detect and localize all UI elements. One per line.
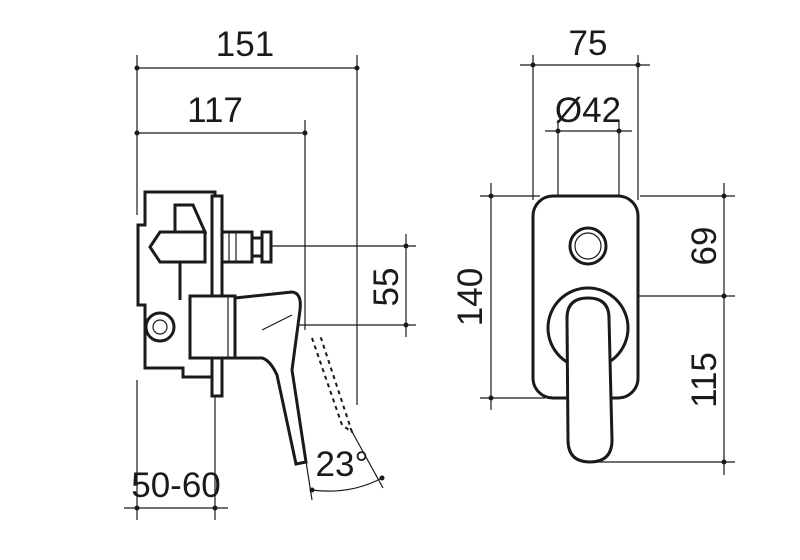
dimension-handle-reach: 117 xyxy=(134,91,308,330)
side-view: 151 117 55 50-60 xyxy=(124,25,416,520)
dimension-vertical-offsets: 69 115 xyxy=(590,183,735,475)
dim-label-23-degrees: 23° xyxy=(316,445,369,484)
dim-label-115: 115 xyxy=(685,352,724,408)
dim-label-diameter-42: Ø42 xyxy=(555,91,621,130)
front-view: 75 Ø42 140 69 xyxy=(451,24,735,475)
dimension-wall-depth: 50-60 xyxy=(124,380,228,520)
dim-label-140: 140 xyxy=(451,268,490,326)
lever-handle-front xyxy=(565,296,614,464)
dim-label-151: 151 xyxy=(216,25,274,64)
dim-label-55: 55 xyxy=(367,268,406,307)
dimension-handle-angle: 23° xyxy=(304,427,385,501)
dimension-diverter-diameter: Ø42 xyxy=(545,91,632,300)
handle-spindle-side xyxy=(188,294,237,360)
dimension-overall-width: 151 xyxy=(134,25,360,405)
dim-label-50-60: 50-60 xyxy=(131,466,221,505)
diverter-knob-front xyxy=(568,226,608,266)
dimension-outlet-spacing: 55 xyxy=(232,234,416,337)
dim-label-69: 69 xyxy=(685,227,724,266)
dimension-plate-height: 140 xyxy=(451,183,545,410)
lever-handle-side xyxy=(233,290,308,466)
lever-handle-rotated xyxy=(311,334,354,435)
dimension-plate-width: 75 xyxy=(520,24,650,200)
dim-label-75: 75 xyxy=(569,24,608,63)
dim-label-117: 117 xyxy=(187,91,243,130)
diverter-spindle-side xyxy=(220,230,273,264)
